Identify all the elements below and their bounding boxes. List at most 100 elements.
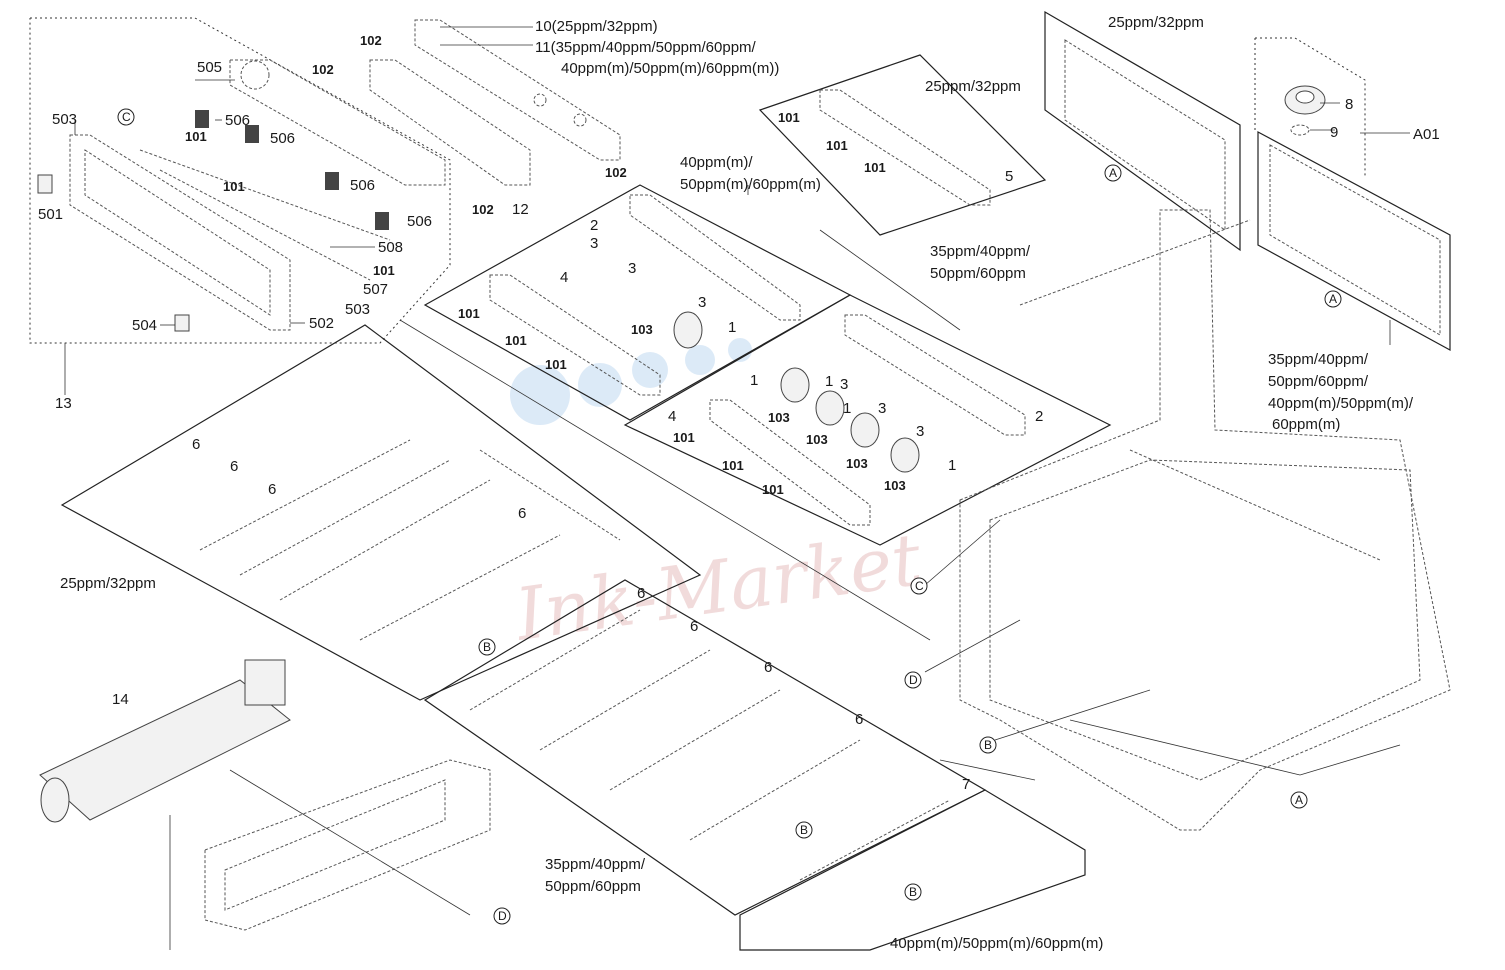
part-label-14: 14	[112, 691, 129, 708]
part-label-102-d: 102	[472, 202, 494, 217]
svg-text:B: B	[483, 640, 491, 654]
part-label-6-e: 6	[637, 585, 645, 602]
a01-panel	[1254, 37, 1451, 352]
part-label-3-c: 3	[698, 294, 706, 311]
part-label-3-b: 3	[628, 260, 636, 277]
part-label-508: 508	[378, 239, 403, 256]
part-label-101-a: 101	[185, 129, 207, 144]
part-label-9: 9	[1330, 124, 1338, 141]
part-label-506-a: 506	[225, 112, 250, 129]
svg-text:C: C	[915, 579, 924, 593]
part-label-8: 8	[1345, 96, 1353, 113]
main-frame	[959, 209, 1451, 831]
caption-40ppm-m-line1: 40ppm(m)/	[680, 154, 753, 171]
toner-cartridge-14	[39, 659, 291, 823]
watermark: Ink-Market	[509, 338, 927, 657]
part-label-101-h: 101	[505, 333, 527, 348]
leader-lines	[64, 26, 1410, 950]
part-label-103-e: 103	[884, 478, 906, 493]
part-label-2-a: 2	[590, 217, 598, 234]
caption-bottom-35ppm-line1: 35ppm/40ppm/	[545, 856, 646, 873]
caption-right-line1: 35ppm/40ppm/	[1268, 351, 1369, 368]
svg-text:A: A	[1329, 292, 1337, 306]
caption-part-11-line2: 40ppm(m)/50ppm(m)/60ppm(m))	[561, 60, 779, 77]
part-label-1-b: 1	[750, 372, 758, 389]
part-label-6-f: 6	[690, 618, 698, 635]
part-label-1-c: 1	[825, 373, 833, 390]
part-label-504: 504	[132, 317, 157, 334]
part-label-6-d: 6	[518, 505, 526, 522]
svg-text:D: D	[909, 673, 918, 687]
marker-b-frame: B	[979, 736, 997, 754]
part-label-101-d: 101	[778, 110, 800, 125]
caption-part-11-line1: 11(35ppm/40ppm/50ppm/60ppm/	[535, 39, 757, 56]
part-label-103-b: 103	[768, 410, 790, 425]
part-label-507: 507	[363, 281, 388, 298]
part-label-6-a: 6	[192, 436, 200, 453]
marker-b-35ppm: B	[795, 821, 813, 839]
developer-panel-40ppm-m	[739, 789, 1086, 951]
caption-35ppm-line2: 50ppm/60ppm	[930, 265, 1026, 282]
part-label-12: 12	[512, 201, 529, 218]
part-label-5: 5	[1005, 168, 1013, 185]
fan-panel-35ppm	[623, 294, 1112, 546]
part-label-4-a: 4	[560, 269, 568, 286]
caption-part-10: 10(25ppm/32ppm)	[535, 18, 658, 35]
caption-right-line4: 60ppm(m)	[1272, 416, 1340, 433]
caption-left-25ppm: 25ppm/32ppm	[60, 575, 156, 592]
marker-b-40ppm-m: B	[904, 883, 922, 901]
part-label-101-f: 101	[864, 160, 886, 175]
fan-panel-40ppm-m	[423, 184, 852, 421]
caption-40ppm-m-line2: 50ppm(m)/60ppm(m)	[680, 176, 821, 193]
svg-text:B: B	[909, 885, 917, 899]
caption-top-mid-25ppm: 25ppm/32ppm	[925, 78, 1021, 95]
caption-right-line3: 40ppm(m)/50ppm(m)/	[1268, 395, 1414, 412]
part-label-4-b: 4	[668, 408, 676, 425]
caption-top-right-25ppm: 25ppm/32ppm	[1108, 14, 1204, 31]
caption-right-line2: 50ppm/60ppm/	[1268, 373, 1369, 390]
marker-a-top: A	[1104, 164, 1122, 182]
marker-d-lower: D	[493, 907, 511, 925]
part-label-1-a: 1	[728, 319, 736, 336]
fan-duct-panel-25ppm	[758, 54, 1047, 236]
part-label-101-b: 101	[223, 179, 245, 194]
caption-bottom-40ppm-m: 40ppm(m)/50ppm(m)/60ppm(m)	[890, 935, 1103, 952]
part-label-101-g: 101	[458, 306, 480, 321]
part-label-103-a: 103	[631, 322, 653, 337]
part-label-102-a: 102	[360, 33, 382, 48]
part-label-102-b: 102	[312, 62, 334, 77]
part-label-505: 505	[197, 59, 222, 76]
captions: 10(25ppm/32ppm) 11(35ppm/40ppm/50ppm/60p…	[60, 14, 1440, 952]
part-label-101-i: 101	[545, 357, 567, 372]
part-label-101-c: 101	[373, 263, 395, 278]
marker-a-right: A	[1324, 290, 1342, 308]
part-label-1-e: 1	[948, 457, 956, 474]
part-label-13: 13	[55, 395, 72, 412]
part-label-506-d: 506	[407, 213, 432, 230]
part-label-503: 503	[345, 301, 370, 318]
boards-10-11-12	[369, 19, 621, 186]
part-label-502: 502	[309, 315, 334, 332]
svg-text:A: A	[1109, 166, 1117, 180]
caption-bottom-35ppm-line2: 50ppm/60ppm	[545, 878, 641, 895]
part-label-7: 7	[962, 776, 970, 793]
marker-c-top: C	[117, 108, 135, 126]
reference-markers: C A A B C D B B B D A	[117, 108, 1342, 925]
caption-35ppm-line1: 35ppm/40ppm/	[930, 243, 1031, 260]
marker-b-25ppm: B	[478, 638, 496, 656]
svg-text:B: B	[800, 823, 808, 837]
svg-text:A: A	[1295, 793, 1303, 807]
part-label-3-d: 3	[840, 376, 848, 393]
drive-panel-25ppm	[1044, 10, 1241, 252]
caption-a01: A01	[1413, 126, 1440, 143]
part-number-labels: 505 503 506 506 506 506 508 507 503 502 …	[38, 33, 1353, 793]
part-label-6-c: 6	[268, 481, 276, 498]
part-label-503-left: 503	[52, 111, 77, 128]
developer-panel-25ppm	[60, 324, 702, 701]
part-label-506-b: 506	[270, 130, 295, 147]
part-label-101-e: 101	[826, 138, 848, 153]
part-label-102-c: 102	[605, 165, 627, 180]
svg-text:B: B	[984, 738, 992, 752]
part-label-506-c: 506	[350, 177, 375, 194]
